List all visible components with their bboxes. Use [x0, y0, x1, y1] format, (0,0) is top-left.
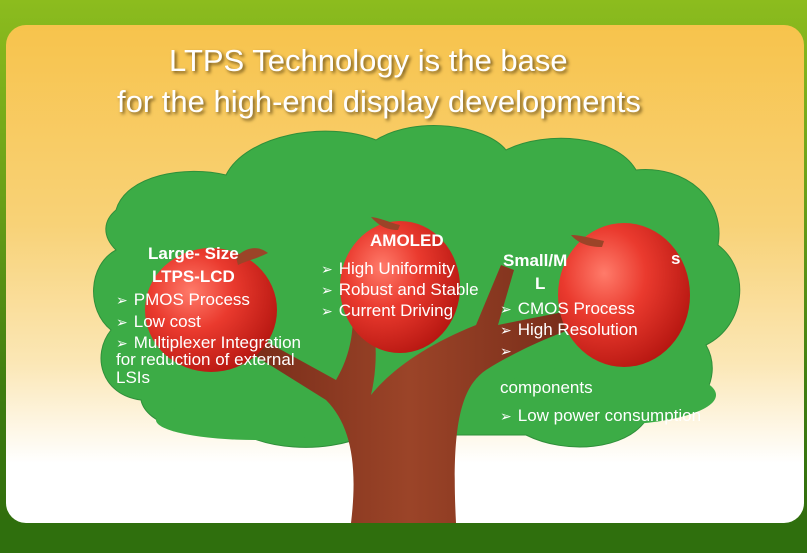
- center-heading: AMOLED: [370, 231, 444, 250]
- arrow-icon: ➢: [500, 408, 512, 424]
- left-bullet-3: ➢Multiplexer Integration: [116, 333, 301, 352]
- right-bullet-3-cont: components: [500, 378, 593, 397]
- right-heading-2: L: [535, 274, 546, 293]
- bottom-strip: [0, 520, 807, 553]
- left-heading-2: LTPS-LCD: [152, 267, 235, 286]
- title-line-1: LTPS Technology is the base: [169, 43, 568, 78]
- center-bullet-1: ➢High Uniformity: [321, 259, 455, 278]
- tree-illustration: [93, 125, 741, 523]
- slide-panel: LTPS Technology is the base for the high…: [6, 25, 804, 523]
- left-heading-1: Large- Size: [148, 244, 239, 263]
- left-bullet-1: ➢PMOS Process: [116, 290, 250, 309]
- center-bullet-2: ➢Robust and Stable: [321, 280, 479, 299]
- apple-right: [558, 223, 690, 367]
- tree-trunk: [206, 265, 612, 523]
- arrow-icon: ➢: [116, 292, 128, 308]
- arrow-icon: ➢: [116, 335, 128, 351]
- right-bullet-3: ➢: [500, 342, 518, 359]
- right-heading-1: Small/M: [503, 251, 568, 270]
- left-bullet-3-cont-1: for reduction of external: [116, 350, 295, 369]
- arrow-icon: ➢: [321, 261, 333, 277]
- right-heading-1-tail: s: [671, 249, 681, 268]
- arrow-icon: ➢: [500, 322, 512, 338]
- center-bullet-3: ➢Current Driving: [321, 301, 454, 320]
- right-bullet-4: ➢Low power consumption: [500, 406, 702, 425]
- right-bullet-2: ➢High Resolution: [500, 320, 638, 339]
- left-bullet-2: ➢Low cost: [116, 312, 201, 331]
- left-bullet-3-cont-2: LSIs: [116, 368, 151, 387]
- arrow-icon: ➢: [500, 343, 512, 359]
- arrow-icon: ➢: [116, 314, 128, 330]
- arrow-icon: ➢: [321, 282, 333, 298]
- title-line-2: for the high-end display developments: [117, 84, 641, 119]
- apple-center: [340, 217, 460, 353]
- right-bullet-1: ➢CMOS Process: [500, 299, 635, 318]
- apple-left: [145, 248, 277, 372]
- arrow-icon: ➢: [500, 301, 512, 317]
- arrow-icon: ➢: [321, 303, 333, 319]
